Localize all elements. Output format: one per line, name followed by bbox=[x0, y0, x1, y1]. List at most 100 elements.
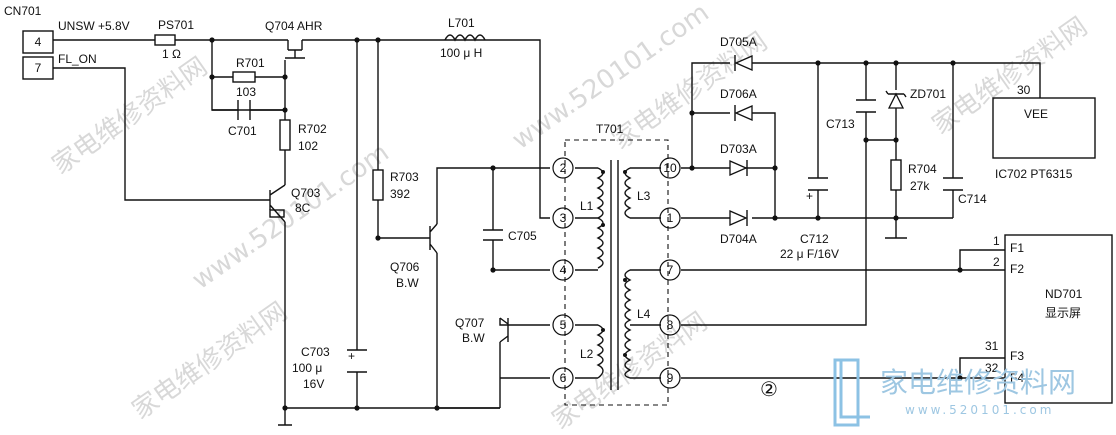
polarity-plus: + bbox=[806, 189, 813, 203]
ic-name: IC702 PT6315 bbox=[995, 167, 1073, 181]
component-ref: Q704 AHR bbox=[265, 19, 323, 33]
fuse-ps701 bbox=[154, 34, 176, 46]
watermark-text: 家电维修资料网 bbox=[127, 297, 293, 426]
component-ref: L701 bbox=[448, 16, 475, 30]
watermark-text: www.520101.com bbox=[187, 138, 395, 296]
polarity-plus: + bbox=[348, 349, 355, 363]
component-ref: PS701 bbox=[158, 18, 194, 32]
component-ref: D705A bbox=[720, 35, 757, 49]
mosfet-q704 bbox=[285, 40, 305, 59]
component-ref: C712 bbox=[800, 232, 829, 246]
resistor-r701 bbox=[232, 71, 256, 83]
diode-d705a bbox=[734, 55, 753, 71]
pin-number: 1 bbox=[667, 211, 674, 225]
watermark-text: 家电维修资料网 bbox=[880, 366, 1076, 399]
pin-number: 9 bbox=[667, 371, 674, 385]
connector-pin-number: 7 bbox=[35, 61, 42, 75]
component-ref: R703 bbox=[390, 170, 419, 184]
transformer-t701 bbox=[564, 139, 669, 406]
pin-number: 31 bbox=[985, 339, 999, 353]
component-ref: Q703 bbox=[291, 186, 321, 200]
pin-number: 2 bbox=[993, 255, 1000, 269]
capacitor-c714 bbox=[943, 177, 963, 191]
resistor-r702 bbox=[279, 119, 291, 151]
component-value: 1 Ω bbox=[162, 47, 181, 61]
watermark-text: 家电维修资料网 bbox=[47, 52, 213, 181]
pin-number: 3 bbox=[560, 211, 567, 225]
component-value: 100 μ bbox=[292, 361, 322, 375]
capacitor-c701 bbox=[237, 100, 251, 120]
winding-label: L4 bbox=[637, 307, 651, 321]
capacitor-c705 bbox=[483, 229, 503, 241]
ic-pin-label: VEE bbox=[1024, 107, 1048, 121]
ic702-box bbox=[992, 97, 1096, 159]
pin-number: 1 bbox=[993, 234, 1000, 248]
connector-pin-number: 4 bbox=[35, 35, 42, 49]
component-ref: Q707 bbox=[455, 316, 485, 330]
capacitor-c713 bbox=[856, 99, 876, 113]
display-pin-label: F2 bbox=[1010, 262, 1024, 276]
component-ref: C713 bbox=[826, 117, 855, 131]
display-pin-label: F1 bbox=[1010, 241, 1024, 255]
pin-number: 7 bbox=[667, 263, 674, 277]
component-ref: C701 bbox=[228, 124, 257, 138]
net-label: FL_ON bbox=[58, 52, 97, 66]
component-value: 16V bbox=[303, 377, 324, 391]
component-ref: C703 bbox=[301, 345, 330, 359]
component-value: 27k bbox=[910, 179, 930, 193]
component-value: 102 bbox=[298, 139, 318, 153]
pin-number: 5 bbox=[560, 318, 567, 332]
component-ref: T701 bbox=[596, 122, 624, 136]
wires bbox=[53, 39, 1041, 425]
diode-d706a bbox=[734, 105, 753, 121]
component-value: B.W bbox=[462, 331, 485, 345]
capacitor-c703 bbox=[347, 349, 367, 373]
transformer-pins: 2 3 4 5 6 10 1 7 8 9 bbox=[552, 157, 681, 389]
pin-number: 4 bbox=[560, 263, 567, 277]
zener-zd701 bbox=[885, 90, 907, 109]
pin-number: 8 bbox=[667, 318, 674, 332]
component-ref: ZD701 bbox=[910, 87, 946, 101]
junction-dots bbox=[209, 37, 963, 411]
display-pin-label: F3 bbox=[1010, 349, 1024, 363]
watermark-logo: 家电维修资料网 www.520101.com bbox=[833, 358, 1076, 427]
diode-d703a bbox=[729, 160, 748, 176]
watermark-text: 家电维修资料网 bbox=[927, 12, 1093, 141]
transistor-q707 bbox=[499, 317, 509, 343]
display-pin-label: F4 bbox=[1010, 371, 1024, 385]
resistor-r704 bbox=[890, 159, 902, 191]
component-ref: D704A bbox=[720, 232, 757, 246]
component-value: 392 bbox=[390, 187, 410, 201]
ground-symbol bbox=[278, 237, 907, 426]
component-ref: D703A bbox=[720, 142, 757, 156]
component-value: 100 μ H bbox=[440, 46, 482, 60]
pin-number: 10 bbox=[663, 161, 677, 175]
transistor-q703 bbox=[262, 184, 286, 223]
display-name: ND701 bbox=[1045, 287, 1083, 301]
display-description: 显示屏 bbox=[1045, 306, 1081, 320]
inductor-l701 bbox=[444, 34, 486, 42]
capacitor-c712 bbox=[808, 177, 828, 191]
winding-label: L2 bbox=[580, 347, 594, 361]
component-value: 8C bbox=[295, 201, 311, 215]
diode-d704a bbox=[729, 210, 748, 226]
component-ref: R702 bbox=[298, 122, 327, 136]
nd701-display-box bbox=[1004, 234, 1113, 404]
component-ref: R701 bbox=[236, 56, 265, 70]
component-value: 103 bbox=[236, 85, 256, 99]
circled-marker: ② bbox=[760, 379, 778, 401]
pin-number: 32 bbox=[985, 361, 999, 375]
resistor-r703 bbox=[372, 169, 384, 201]
component-ref: C714 bbox=[958, 192, 987, 206]
pin-number: 6 bbox=[560, 371, 567, 385]
component-ref: Q706 bbox=[390, 260, 420, 274]
connector-pin-box bbox=[22, 30, 54, 54]
watermark-url: www.520101.com bbox=[905, 403, 1054, 417]
net-label: UNSW +5.8V bbox=[58, 19, 130, 33]
transistor-q706 bbox=[429, 223, 438, 254]
component-value: 22 μ F/16V bbox=[780, 247, 839, 261]
connector-label: CN701 bbox=[4, 4, 42, 18]
winding-label: L1 bbox=[580, 199, 594, 213]
pin-number: 2 bbox=[560, 161, 567, 175]
